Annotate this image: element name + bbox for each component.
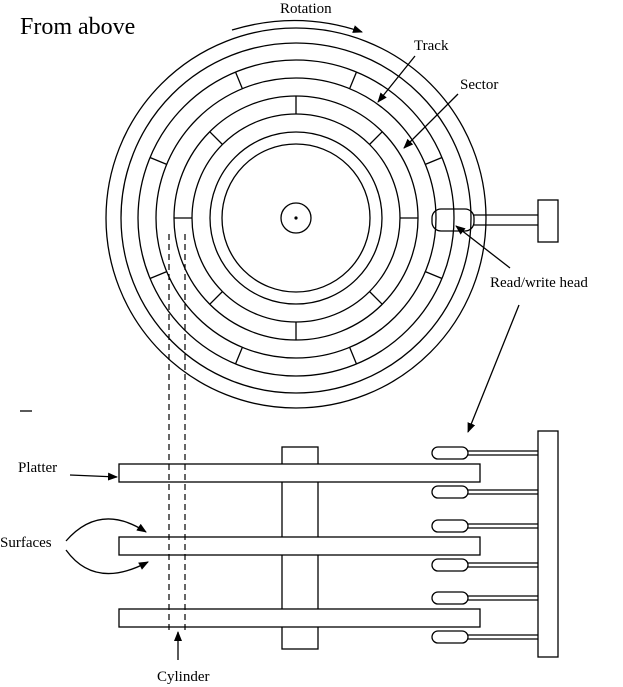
platter-outer-edge: [105, 27, 487, 409]
platter-side: [118, 608, 481, 628]
sector-divider: [425, 156, 443, 166]
sector-divider: [234, 347, 244, 365]
track-label: Track: [414, 38, 449, 54]
spindle-center: [294, 216, 298, 220]
track-ring: [155, 77, 437, 359]
surfaces-label: Surfaces: [0, 535, 52, 551]
disk-side-view: [118, 234, 559, 658]
track-ring: [137, 59, 455, 377]
track-ring: [221, 143, 371, 293]
side-heads: [431, 446, 538, 644]
actuator-column: [537, 430, 559, 658]
read-write-head: [431, 519, 469, 533]
read-write-head: [431, 591, 469, 605]
track-ring: [209, 131, 383, 305]
read-write-head: [431, 446, 469, 460]
sector-dividers: [149, 71, 443, 365]
disk-top-view: Rotation: [105, 1, 559, 409]
sector-divider: [149, 270, 167, 280]
sector-divider: [209, 291, 223, 305]
sector-divider: [348, 71, 358, 89]
sector-divider: [149, 156, 167, 166]
read-write-head: [431, 485, 469, 499]
cylinder-label: Cylinder: [157, 669, 210, 685]
surfaces-upper-arrow: [65, 518, 147, 542]
rotation-label: Rotation: [280, 1, 332, 17]
sector-divider: [369, 291, 383, 305]
head-side-pointer-arrow: [467, 304, 520, 433]
track-ring: [120, 42, 472, 394]
sector-divider: [425, 270, 443, 280]
sector-divider: [369, 131, 383, 145]
head-pointer-arrow: [455, 225, 511, 269]
sector-pointer-arrow: [403, 93, 459, 149]
spindle: [280, 202, 312, 234]
rotation-arrow: [231, 19, 363, 33]
platter-side: [118, 463, 481, 483]
sector-divider: [348, 347, 358, 365]
surfaces-lower-arrow: [65, 549, 149, 575]
platter-pointer-arrow: [69, 472, 118, 481]
sector-label: Sector: [460, 77, 498, 93]
read-write-head-top: [431, 208, 475, 232]
read-write-head: [431, 630, 469, 644]
track-pointer-arrow: [377, 55, 416, 103]
diagram-title: From above: [20, 14, 135, 40]
platter-side: [118, 536, 481, 556]
head-label: Read/write head: [490, 275, 588, 291]
read-write-head: [431, 558, 469, 572]
actuator-block: [537, 199, 559, 243]
platter-label: Platter: [18, 460, 57, 476]
sector-divider: [234, 71, 244, 89]
sector-divider: [209, 131, 223, 145]
